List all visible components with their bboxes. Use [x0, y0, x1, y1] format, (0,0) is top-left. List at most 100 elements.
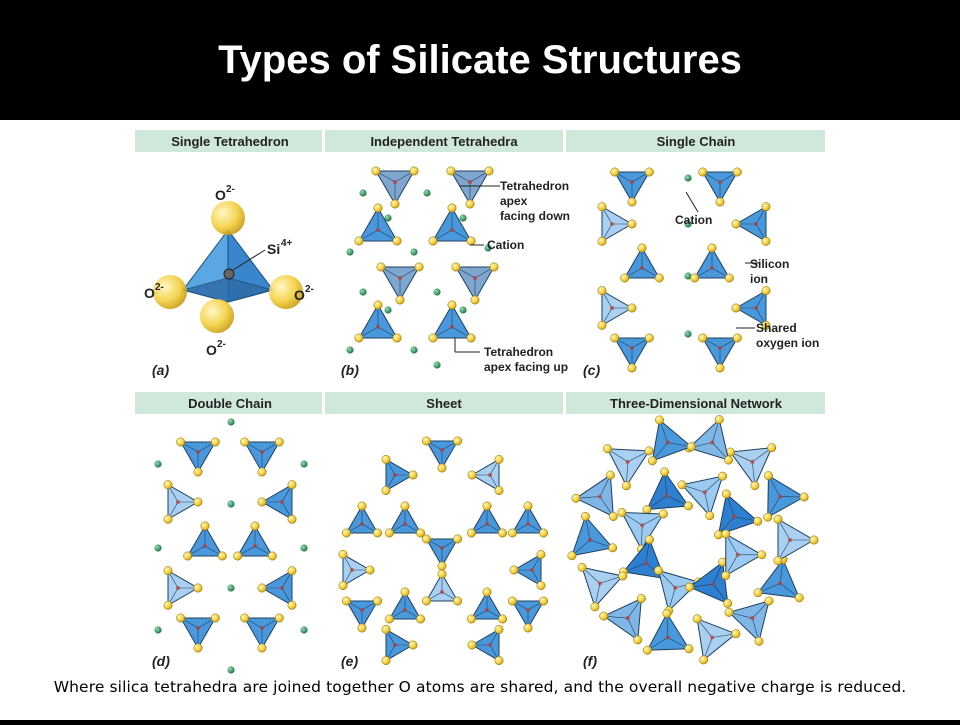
oxygen-atom [524, 624, 532, 632]
cation-atom [227, 666, 234, 673]
silicon-atom [630, 180, 634, 184]
oxygen-atom [471, 296, 479, 304]
oxygen-atom [194, 498, 202, 506]
silicon-atom [530, 568, 534, 572]
silicon-atom [754, 306, 758, 310]
label-o-right-charge: 2- [305, 284, 314, 295]
oxygen-atom [645, 535, 653, 543]
oxygen-atom [693, 615, 701, 623]
silicon-atom [673, 586, 677, 590]
silicon-atom [588, 538, 592, 542]
label-o-left: O [144, 285, 155, 301]
silicon-atom [665, 494, 669, 498]
oxygen-atom [468, 471, 476, 479]
oxygen-atom [495, 486, 503, 494]
oxygen-atom [240, 438, 248, 446]
oxygen-atom [452, 263, 460, 271]
oxygen-atom [288, 480, 296, 488]
cation-atom [384, 306, 391, 313]
silicon-atom [488, 473, 492, 477]
header-independent-tetrahedra: Independent Tetrahedra [370, 134, 518, 149]
oxygen-atom [659, 510, 667, 518]
oxygen-atom [339, 550, 347, 558]
cation-atom [300, 544, 307, 551]
oxygen-atom [288, 601, 296, 609]
header-row-bottom: Double Chain Sheet Three-Dimensional Net… [135, 392, 825, 414]
label-o-bottom-charge: 2- [217, 339, 226, 350]
label-cation-c: Cation [675, 213, 712, 227]
silicon-atom [176, 500, 180, 504]
oxygen-atom [508, 597, 516, 605]
oxygen-atom [410, 167, 418, 175]
silicon-atom [440, 590, 444, 594]
oxygen-atom [732, 220, 740, 228]
tetrahedron-face [697, 619, 736, 660]
silicon-atom [610, 222, 614, 226]
oxygen-atom [498, 615, 506, 623]
oxygen-atom [733, 334, 741, 342]
label-tetra-apex-down-3: facing down [500, 209, 570, 223]
cation-atom [346, 346, 353, 353]
tetrahedron [452, 263, 499, 304]
oxygen-atom [706, 512, 714, 520]
tetrahedron [422, 570, 462, 605]
tetrahedron-face [690, 562, 728, 603]
oxygen-atom [725, 608, 733, 616]
oxygen-atom [485, 167, 493, 175]
tetrahedron [690, 244, 733, 282]
tetrahedron [774, 515, 818, 565]
oxygen-atom [628, 364, 636, 372]
oxygen-atom [382, 486, 390, 494]
label-si: Si [267, 241, 280, 257]
tetrahedron [618, 508, 668, 553]
oxygen-atom [373, 597, 381, 605]
oxygen-atom [610, 168, 618, 176]
oxygen-atom [342, 597, 350, 605]
oxygen-atom [382, 625, 390, 633]
oxygen-atom [468, 641, 476, 649]
tetrahedron [610, 168, 653, 206]
silicon-atom [360, 608, 364, 612]
tetrahedron [600, 594, 646, 644]
oxygen-atom [718, 472, 726, 480]
oxygen-atom [495, 656, 503, 664]
oxygen-atom [194, 584, 202, 592]
header-double-chain: Double Chain [188, 396, 272, 411]
silicon-atom [468, 180, 472, 184]
oxygen-atom [391, 200, 399, 208]
oxygen-atom [537, 581, 545, 589]
oxygen-atom [201, 522, 209, 530]
header-sheet: Sheet [426, 396, 462, 411]
oxygen-atom [374, 204, 382, 212]
oxygen-atom [643, 505, 651, 513]
oxygen-atom [164, 515, 172, 523]
cation-atom [154, 460, 161, 467]
tetrahedron [643, 609, 693, 654]
oxygen-atom [382, 656, 390, 664]
silicon-atom [203, 544, 207, 548]
oxygen-atom [600, 612, 608, 620]
oxygen-atom [467, 334, 475, 342]
tetrahedron [722, 530, 766, 580]
label-silicon-1: Silicon [750, 257, 789, 271]
oxygen-atom [722, 571, 730, 579]
silicon-atom [666, 441, 670, 445]
oxygen-atom [765, 597, 773, 605]
tetrahedron [176, 614, 219, 652]
oxygen-atom [758, 551, 766, 559]
oxygen-atom [483, 588, 491, 596]
oxygen-atom [422, 597, 430, 605]
oxygen-atom [448, 204, 456, 212]
oxygen-atom [708, 244, 716, 252]
silicon-atom [196, 450, 200, 454]
tetrahedron [598, 202, 636, 245]
label-si-charge: 4+ [281, 238, 293, 249]
tetrahedron [764, 471, 809, 521]
tetrahedron [572, 471, 618, 521]
silicon-atom [196, 626, 200, 630]
tetrahedron [508, 597, 548, 632]
silicon-atom [253, 544, 257, 548]
panel-letter-d: (d) [152, 653, 170, 669]
oxygen-atom [385, 615, 393, 623]
panel-independent-tetrahedra: Tetrahedron apex facing down Cation Tetr… [341, 167, 570, 378]
